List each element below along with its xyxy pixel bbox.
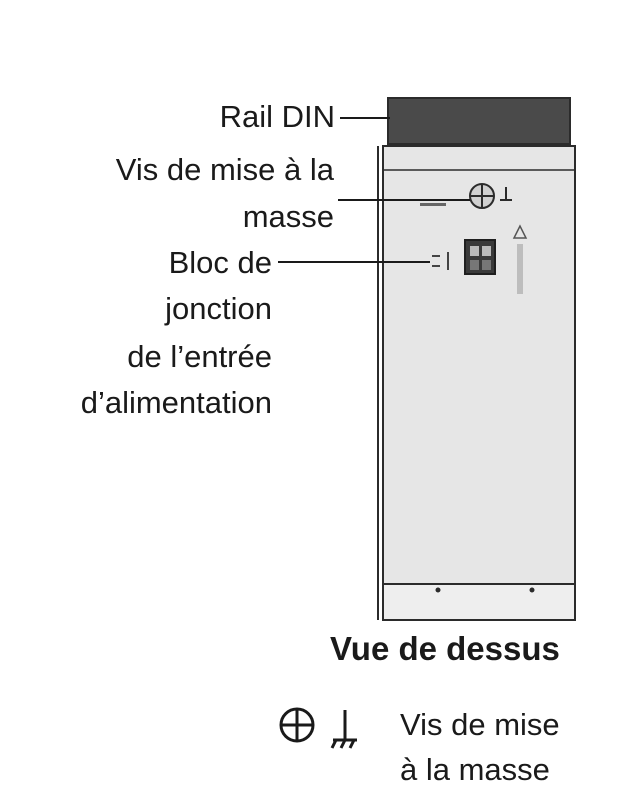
label-terminal-line1: Bloc de	[168, 245, 272, 280]
label-terminal-line4: d’alimentation	[80, 385, 272, 420]
view-title: Vue de dessus	[330, 630, 560, 667]
label-ground-screw-line2: masse	[242, 199, 334, 234]
ground-symbol-small	[500, 187, 512, 201]
device-base	[382, 583, 576, 621]
label-ground-screw-line1: Vis de mise à la	[115, 152, 334, 187]
label-terminal-line3: de l’entrée	[127, 339, 272, 374]
marking-text	[420, 203, 446, 206]
base-screw-right	[529, 587, 535, 593]
legend-line1: Vis de mise	[400, 707, 560, 742]
polarity-marking	[432, 252, 449, 270]
warning-icon	[512, 224, 528, 294]
label-terminal-line2: jonction	[165, 291, 272, 326]
crossed-circle-icon	[279, 707, 315, 743]
base-screw-left	[435, 587, 441, 593]
ground-screw	[469, 183, 495, 209]
legend-line2: à la masse	[400, 752, 550, 787]
label-rail-din: Rail DIN	[219, 99, 335, 134]
device-body	[382, 145, 576, 585]
din-rail	[387, 97, 571, 145]
terminal-block	[464, 239, 496, 275]
ground-icon	[330, 710, 357, 749]
